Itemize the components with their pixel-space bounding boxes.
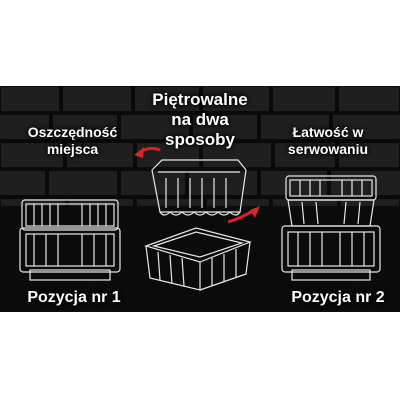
headline-line: sposoby <box>165 130 235 149</box>
left-caption: Oszczędność miejsca <box>15 124 130 158</box>
rotated-box-icon <box>151 159 247 216</box>
position-2-label: Pozycja nr 2 <box>291 289 385 306</box>
headline: Piętrowalne na dwa sposoby <box>120 90 280 150</box>
right-caption-line: Łatwość w <box>292 124 364 140</box>
position-1-label: Pozycja nr 1 <box>27 289 121 306</box>
right-caption: Łatwość w serwowaniu <box>268 124 388 158</box>
brick-wall-background <box>0 86 400 312</box>
left-caption-line: Oszczędność <box>27 124 118 140</box>
rotated-box-icon <box>144 227 252 291</box>
product-banner <box>0 86 400 312</box>
headline-line: Piętrowalne <box>152 90 248 109</box>
headline-line: na dwa <box>171 110 229 129</box>
arrow-head-icon <box>134 147 144 158</box>
right-caption-line: serwowaniu <box>287 141 369 157</box>
stacked-boxes-icon <box>19 199 121 281</box>
nested-boxes-icon <box>281 175 381 281</box>
left-caption-line: miejsca <box>46 141 99 157</box>
arrow-head-icon <box>250 206 260 218</box>
